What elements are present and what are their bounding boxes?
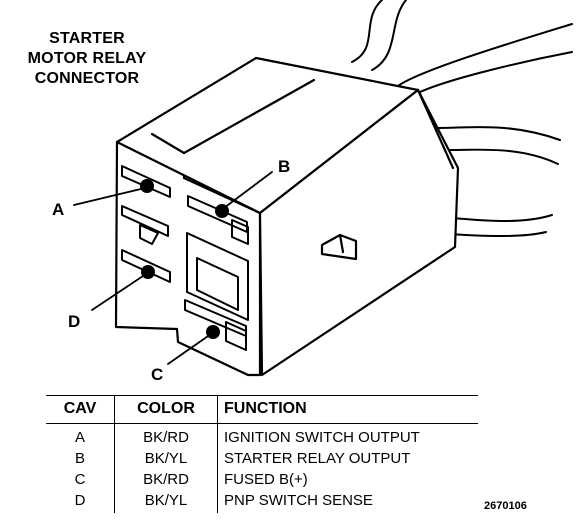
cavity-legend-table: CAV COLOR FUNCTION A BK/RD IGNITION SWIT… <box>46 395 478 513</box>
cell-cav: D <box>46 490 115 513</box>
connector-side-face <box>258 88 460 377</box>
cell-color: BK/YL <box>114 448 218 469</box>
figure-number: 2670106 <box>484 500 527 512</box>
title-line-3: CONNECTOR <box>34 70 140 87</box>
cell-color: BK/YL <box>114 490 218 513</box>
cell-cav: C <box>46 469 115 490</box>
cell-function: STARTER RELAY OUTPUT <box>224 449 411 467</box>
leader-d <box>91 273 147 311</box>
connector-body <box>114 56 460 377</box>
table-row: D BK/YL PNP SWITCH SENSE <box>46 490 478 513</box>
cell-function: FUSED B(+) <box>224 470 308 488</box>
cell-function: IGNITION SWITCH OUTPUT <box>224 428 420 446</box>
leader-a <box>73 187 146 206</box>
title-line-2: MOTOR RELAY <box>27 50 147 67</box>
table-row: B BK/YL STARTER RELAY OUTPUT <box>46 448 478 469</box>
cell-color: BK/RD <box>114 469 218 490</box>
title-line-1: STARTER <box>49 30 125 47</box>
cell-cav: A <box>46 423 115 448</box>
cell-function: PNP SWITCH SENSE <box>224 491 373 509</box>
latch-tab <box>320 233 358 261</box>
callout-label-d: D <box>68 312 80 331</box>
connector-diagram: A B D C <box>52 0 573 384</box>
callout-label-b: B <box>278 157 290 176</box>
wire-bundle <box>351 0 573 237</box>
terminal-a-pin <box>140 179 154 193</box>
legend-header-row: CAV COLOR FUNCTION <box>46 395 478 424</box>
callout-leaders <box>73 171 273 365</box>
diagram-title: STARTER MOTOR RELAY CONNECTOR <box>12 29 162 89</box>
table-row: A BK/RD IGNITION SWITCH OUTPUT <box>46 423 478 448</box>
terminal-cavities <box>121 165 249 351</box>
header-color: COLOR <box>114 395 218 424</box>
header-function: FUNCTION <box>217 395 478 424</box>
cell-color: BK/RD <box>114 423 218 448</box>
leader-b <box>223 171 273 209</box>
header-cav: CAV <box>46 395 115 424</box>
cell-cav: B <box>46 448 115 469</box>
table-row: C BK/RD FUSED B(+) <box>46 469 478 490</box>
leader-c <box>167 333 212 365</box>
callout-label-c: C <box>151 365 163 384</box>
callout-label-a: A <box>52 200 64 219</box>
